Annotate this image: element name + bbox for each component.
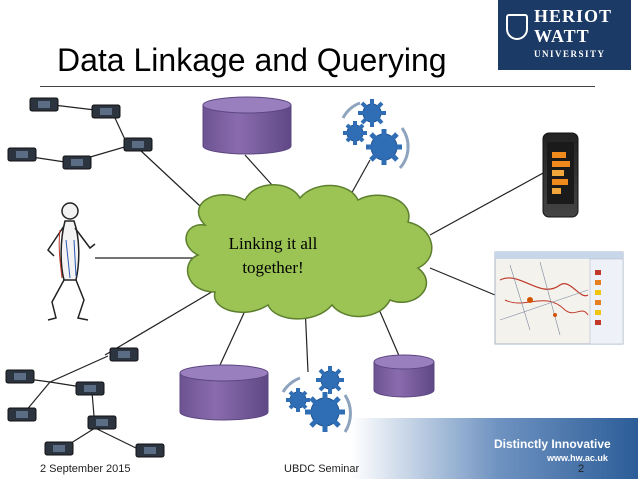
smartphone-icon [542,132,579,218]
slide-title: Data Linkage and Querying [57,42,447,78]
sensor-device-icon [29,97,59,112]
sensor-device-icon [7,147,37,162]
page-number: 2 [578,463,585,475]
logo-line-3: UNIVERSITY [534,49,606,59]
cloud-text: Linking it all together! [218,232,328,280]
database-icon [373,354,435,398]
university-logo: HERIOT WATT UNIVERSITY [498,0,631,70]
footer-date: 2 September 2015 [40,463,131,475]
sensor-device-icon [109,347,139,362]
sensor-device-icon [5,369,35,384]
gears-icon [341,99,410,169]
database-icon [202,96,292,155]
sensor-device-icon [7,407,37,422]
sensor-device-icon [62,155,92,170]
sensor-device-icon [87,415,117,430]
cloud-text-line-2: together! [242,258,304,277]
title-divider [40,86,595,87]
database-icon [179,364,269,421]
logo-line-2: WATT [534,26,590,46]
map-screenshot-icon [494,251,624,345]
university-crest-icon [506,14,528,40]
sensor-device-icon [123,137,153,152]
sensor-device-icon [44,441,74,456]
sensor-device-icon [91,104,121,119]
footer-center-text: UBDC Seminar [284,463,360,475]
gears-icon [281,366,352,433]
sensor-device-icon [75,381,105,396]
footer-url: www.hw.ac.uk [547,453,608,463]
jogger-figure-icon [47,202,96,321]
footer-tagline: Distinctly Innovative [494,437,611,451]
linking-cloud [185,184,433,320]
logo-line-1: HERIOT [534,6,613,26]
sensor-device-icon [135,443,165,458]
cloud-text-line-1: Linking it all [228,234,318,253]
